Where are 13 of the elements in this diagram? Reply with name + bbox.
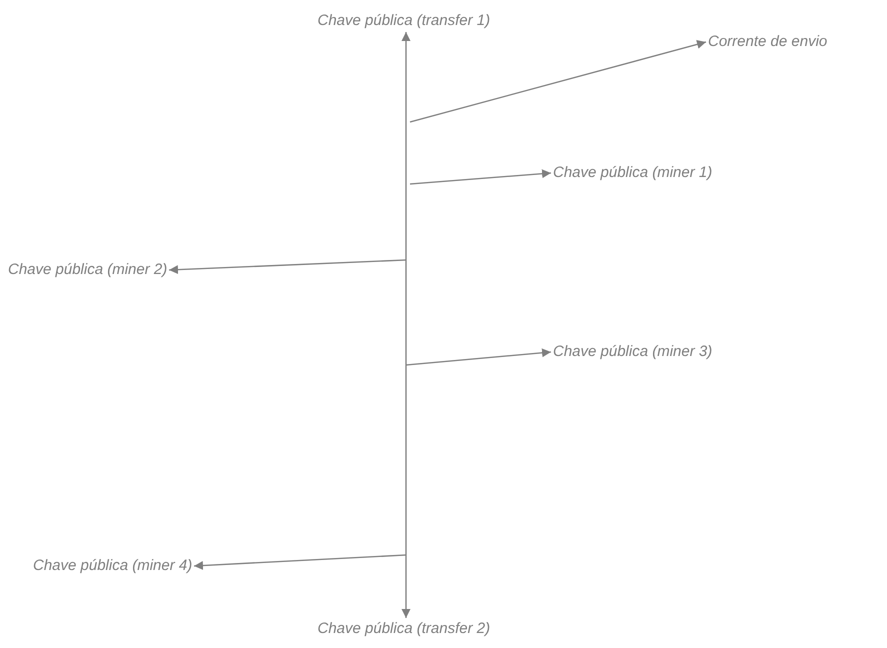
arrow [194, 554, 406, 570]
arrow [406, 348, 552, 366]
arrow [410, 169, 552, 185]
node-label: Chave pública (miner 2) [8, 261, 168, 279]
arrow [410, 40, 706, 123]
arrow [168, 259, 406, 274]
arrow [402, 32, 410, 618]
node-label: Chave pública (transfer 2) [318, 620, 490, 638]
node-label: Chave pública (miner 4) [33, 557, 192, 575]
node-label: Corrente de envio [708, 33, 828, 51]
node-label: Chave pública (miner 3) [553, 343, 712, 361]
node-label: Chave pública (transfer 1) [318, 12, 490, 30]
node-label: Chave pública (miner 1) [553, 164, 712, 182]
